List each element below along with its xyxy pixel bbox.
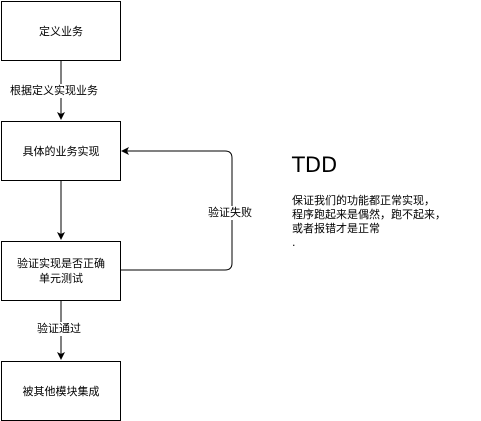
node-define-business-label: 定义业务 xyxy=(39,24,83,38)
edge-label-verify-pass: 验证通过 xyxy=(36,322,82,336)
node-define-business: 定义业务 xyxy=(1,1,121,61)
note-body: 保证我们的功能都正常实现， 程序跑起来是偶然，跑不起来， 或者报错才是正常 . xyxy=(292,194,446,249)
node-verify-unit-test-label: 验证实现是否正确 单元测试 xyxy=(17,257,105,285)
node-verify-unit-test: 验证实现是否正确 单元测试 xyxy=(1,241,121,301)
node-integrated: 被其他模块集成 xyxy=(1,361,121,421)
edge-label-verify-fail: 验证失败 xyxy=(207,206,253,220)
node-integrated-label: 被其他模块集成 xyxy=(22,384,100,398)
edge-label-implement-by-definition: 根据定义实现业务 xyxy=(9,84,99,98)
node-implementation-label: 具体的业务实现 xyxy=(22,144,100,158)
node-implementation: 具体的业务实现 xyxy=(1,121,121,181)
note-title: TDD xyxy=(292,153,338,177)
